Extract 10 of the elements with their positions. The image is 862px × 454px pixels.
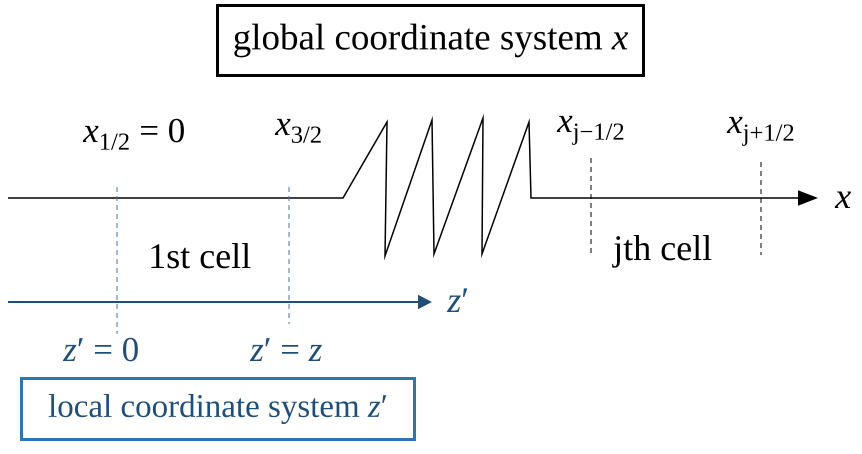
cell-label: jth cell (612, 235, 712, 268)
cell-label: 1st cell (151, 243, 250, 268)
math-label: x$_{j−1/2}$ (556, 116, 624, 145)
math-label: x$_{1/2}$ = 0 (82, 118, 184, 150)
math-label: x$_{3/2}$ (274, 118, 321, 143)
axis-label: z′ (446, 288, 468, 312)
math-label: x$_{j+1/2}$ (726, 116, 794, 146)
axis-label: x (834, 191, 851, 208)
label-box: global coordinate system x (216, 4, 645, 77)
label-box: local coordinate system z′ (20, 377, 416, 441)
